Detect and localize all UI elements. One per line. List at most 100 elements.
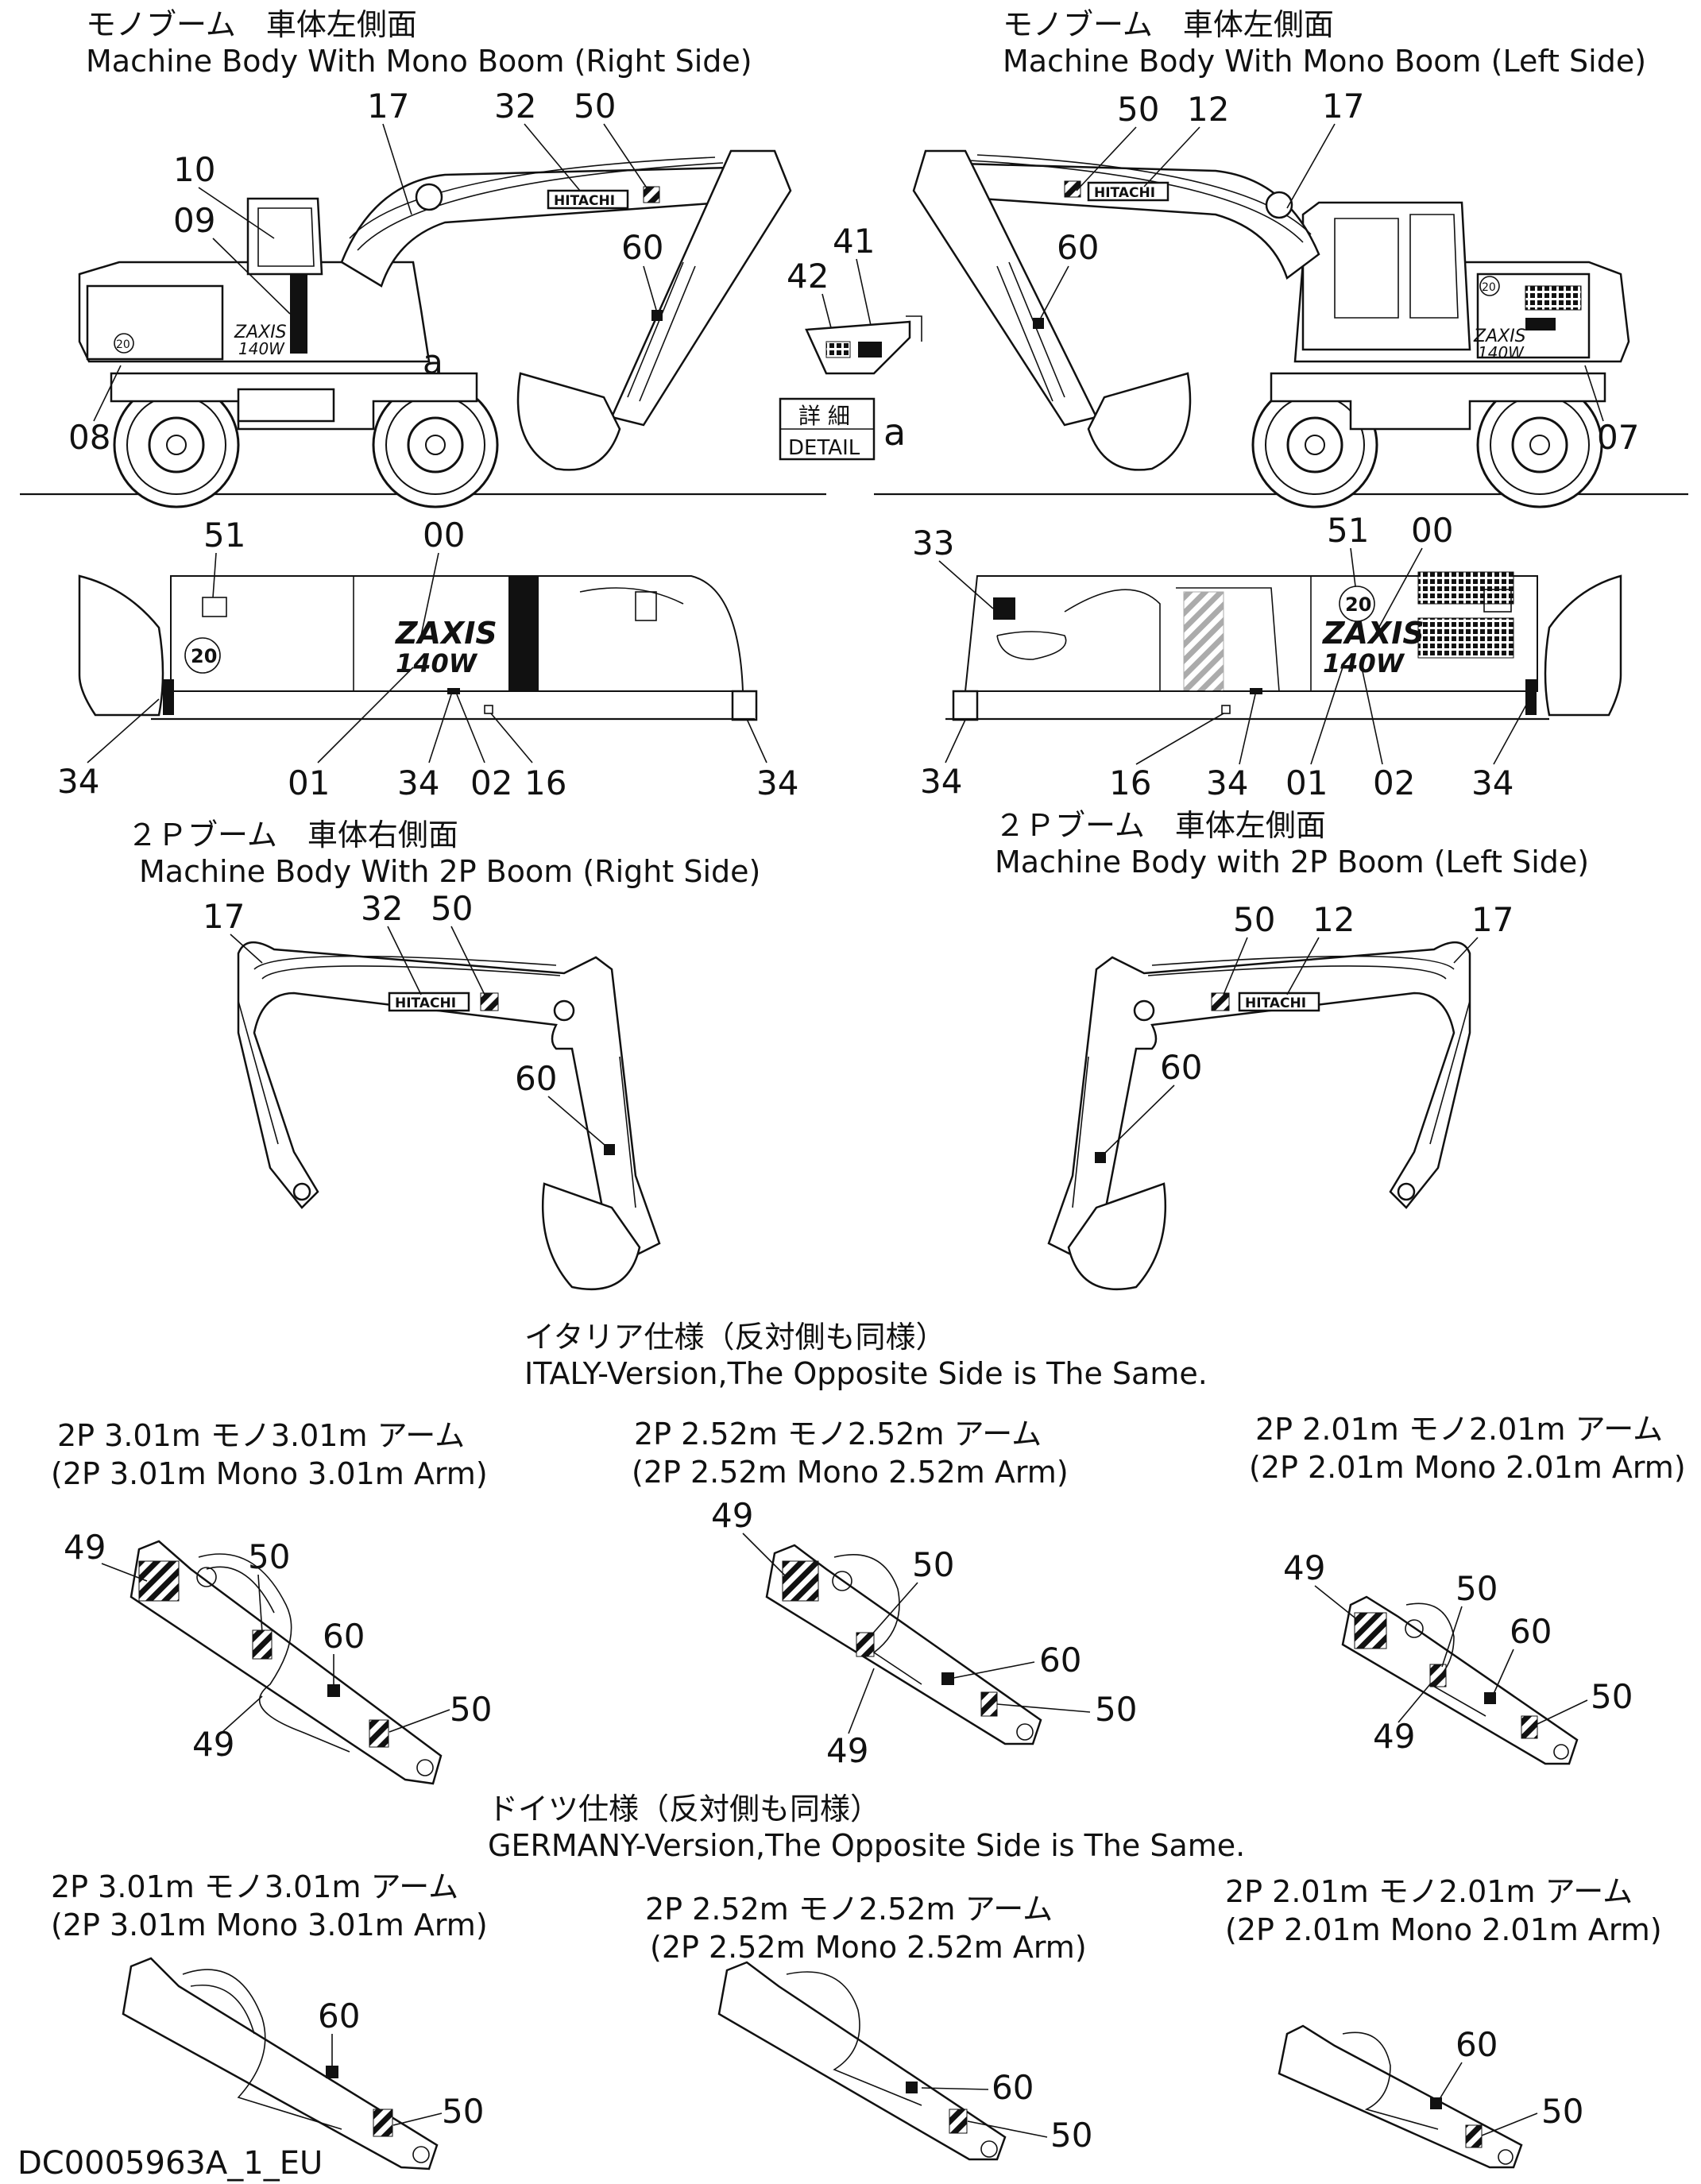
callout-60-g301: 60 (318, 1997, 360, 2035)
callout-17-2pr: 17 (203, 897, 245, 936)
callout-01: 01 (288, 763, 330, 802)
italy-title-jp: イタリア仕様（反対側も同様） (524, 1320, 945, 1355)
callout-51: 51 (203, 516, 245, 555)
callout-07: 07 (1597, 418, 1639, 457)
callout-50-i201b: 50 (1591, 1677, 1633, 1716)
italy-arm-252-jp: 2P 2.52m モノ2.52m アーム (634, 1417, 1042, 1451)
title-en-mono-left: Machine Body With Mono Boom (Left Side) (1003, 44, 1646, 79)
title-jp-2p-right: ２Ｐブーム 車体右側面 (127, 818, 458, 852)
callout-50-i252b: 50 (1095, 1690, 1137, 1729)
callout-09: 09 (173, 201, 215, 240)
callout-32-2pr: 32 (361, 889, 403, 928)
italy-arm-201-jp: 2P 2.01m モノ2.01m アーム (1255, 1412, 1663, 1447)
title-jp-mono-left: モノブーム 車体左側面 (1003, 7, 1334, 42)
section-germany: ドイツ仕様（反対側も同様） GERMANY-Version,The Opposi… (51, 1792, 1662, 2170)
callout-50-i201a: 50 (1456, 1569, 1498, 1608)
callout-49-i252a: 49 (711, 1496, 753, 1535)
svg-text:140W: 140W (1478, 343, 1525, 362)
callout-17-2pl: 17 (1471, 900, 1514, 939)
view-2p-boom-right: ２Ｐブーム 車体右側面 Machine Body With 2P Boom (R… (127, 818, 760, 1291)
callout-50-2pr: 50 (431, 889, 473, 928)
svg-text:20: 20 (116, 338, 130, 351)
callout-50-i301a: 50 (248, 1537, 290, 1576)
germany-title-en: GERMANY-Version,The Opposite Side is The… (488, 1828, 1245, 1863)
callout-50-left: 50 (1117, 90, 1159, 129)
callout-60-g201: 60 (1456, 2025, 1498, 2064)
callout-50-i252a: 50 (912, 1545, 954, 1584)
callout-12-2pl: 12 (1312, 900, 1355, 939)
drawing-id: DC0005963A_1_EU (17, 2145, 323, 2182)
callout-41: 41 (833, 222, 875, 261)
callout-00: 00 (423, 516, 465, 555)
callout-12: 12 (1187, 90, 1229, 129)
italy-arm-301-jp: 2P 3.01m モノ3.01m アーム (57, 1418, 465, 1453)
callout-17-left: 17 (1322, 87, 1364, 126)
svg-text:ZAXIS: ZAXIS (1473, 327, 1526, 346)
germany-arm-201-en: (2P 2.01m Mono 2.01m Arm) (1225, 1912, 1662, 1947)
svg-text:140W: 140W (396, 648, 478, 678)
callout-49-i301a: 49 (64, 1528, 106, 1567)
callout-49-i252b: 49 (826, 1731, 868, 1770)
callout-34-d: 34 (920, 762, 962, 801)
callout-50-g301: 50 (442, 2092, 484, 2131)
italy-arm-201: 49 50 60 50 49 (1283, 1548, 1633, 1765)
germany-title-jp: ドイツ仕様（反対側も同様） (488, 1792, 880, 1826)
callout-32: 32 (494, 87, 536, 126)
callout-60-i301: 60 (323, 1617, 365, 1656)
callout-51-right: 51 (1327, 511, 1369, 550)
detail-label-en: DETAIL (788, 436, 860, 460)
view-mono-boom-left: モノブーム 車体左側面 Machine Body With Mono Boom … (874, 7, 1688, 508)
svg-text:ZAXIS: ZAXIS (234, 323, 287, 342)
germany-arm-301-jp: 2P 3.01m モノ3.01m アーム (51, 1869, 458, 1904)
callout-60-i201: 60 (1510, 1612, 1552, 1651)
callout-33: 33 (912, 524, 954, 562)
view-mono-boom-right: モノブーム 車体左側面 Machine Body With Mono Boom … (20, 7, 826, 508)
callout-02: 02 (470, 763, 512, 802)
germany-arm-301-en: (2P 3.01m Mono 3.01m Arm) (51, 1908, 488, 1942)
callout-17: 17 (367, 87, 409, 126)
germany-arm-252: 60 50 (717, 1961, 1092, 2161)
section-italy: イタリア仕様（反対側も同様） ITALY-Version,The Opposit… (51, 1320, 1686, 1785)
detail-label-jp: 詳 細 (798, 403, 850, 429)
svg-text:ZAXIS: ZAXIS (1322, 616, 1425, 651)
germany-arm-201-jp: 2P 2.01m モノ2.01m アーム (1225, 1874, 1633, 1909)
callout-50-2pl: 50 (1233, 900, 1275, 939)
callout-34-a: 34 (57, 762, 99, 801)
callout-34-f: 34 (1471, 763, 1514, 802)
callout-02-right: 02 (1373, 763, 1415, 802)
callout-60: 60 (621, 228, 663, 267)
callout-08: 08 (68, 418, 110, 457)
body-detail-right: 20 ZAXIS 140W 51 00 34 01 34 02 16 34 (57, 516, 798, 802)
callout-42: 42 (787, 257, 829, 296)
svg-text:HITACHI: HITACHI (1245, 995, 1306, 1011)
callout-50: 50 (574, 87, 616, 126)
svg-text:140W: 140W (238, 339, 285, 358)
callout-60-2pr: 60 (515, 1059, 557, 1098)
italy-arm-301-en: (2P 3.01m Mono 3.01m Arm) (51, 1456, 488, 1491)
title-jp-2p-left: ２Ｐブーム 車体左側面 (995, 808, 1326, 843)
germany-arm-252-en: (2P 2.52m Mono 2.52m Arm) (650, 1930, 1087, 1965)
callout-00-right: 00 (1411, 511, 1453, 550)
callout-34-e: 34 (1206, 763, 1248, 802)
callout-60-2pl: 60 (1160, 1048, 1202, 1087)
italy-title-en: ITALY-Version,The Opposite Side is The S… (524, 1356, 1208, 1391)
title-en-2p-right: Machine Body With 2P Boom (Right Side) (139, 854, 760, 889)
italy-arm-252-en: (2P 2.52m Mono 2.52m Arm) (632, 1455, 1069, 1490)
detail-letter: a (883, 411, 906, 454)
callout-01-right: 01 (1285, 763, 1328, 802)
callout-60-i252: 60 (1039, 1641, 1081, 1680)
italy-arm-301: 49 50 60 50 49 (64, 1528, 492, 1785)
view-2p-boom-left: ２Ｐブーム 車体左側面 Machine Body with 2P Boom (L… (995, 808, 1589, 1291)
svg-text:20: 20 (191, 645, 217, 667)
svg-text:140W: 140W (1323, 648, 1405, 678)
svg-text:20: 20 (1345, 593, 1371, 616)
callout-49-i201a: 49 (1283, 1548, 1325, 1587)
title-en-mono-right: Machine Body With Mono Boom (Right Side) (86, 44, 752, 79)
germany-arm-252-jp: 2P 2.52m モノ2.52m アーム (645, 1892, 1053, 1927)
title-jp-mono-right: モノブーム 車体左側面 (86, 7, 417, 42)
callout-34-c: 34 (756, 763, 798, 802)
callout-50-g252: 50 (1050, 2116, 1092, 2155)
svg-text:ZAXIS: ZAXIS (395, 616, 497, 651)
callout-10: 10 (173, 150, 215, 189)
svg-text:HITACHI: HITACHI (554, 193, 615, 209)
